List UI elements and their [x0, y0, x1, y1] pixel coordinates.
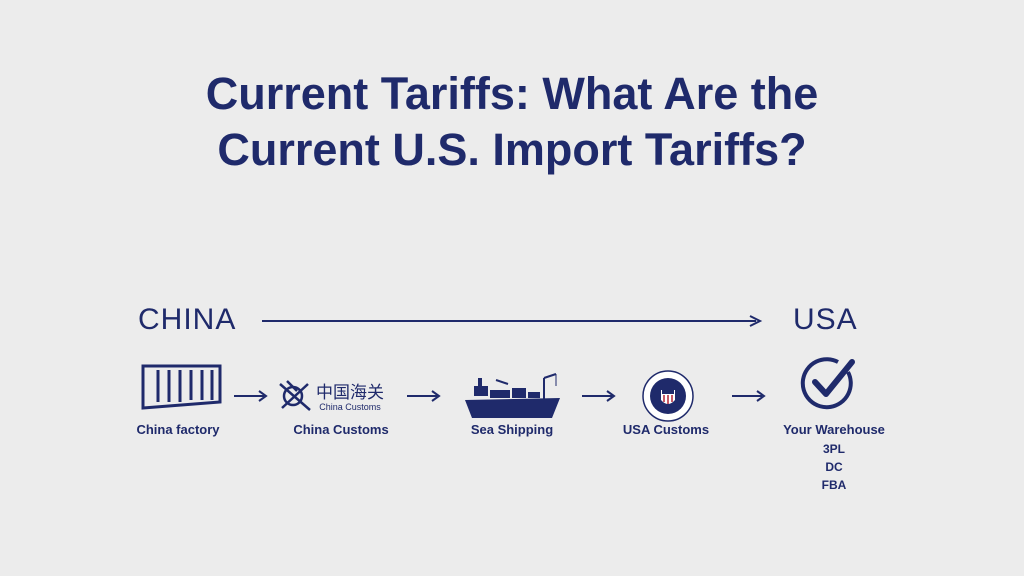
title-line-2: Current U.S. Import Tariffs? [217, 124, 807, 175]
warehouse-options: 3PL DC FBA [754, 440, 914, 494]
route-arrow [262, 315, 763, 327]
step-label-china-customs: China Customs [293, 422, 389, 437]
us-customs-seal-icon [642, 370, 694, 422]
warehouse-option: FBA [821, 478, 847, 492]
step-arrow-4 [732, 390, 766, 402]
page-title: Current Tariffs: What Are the Current U.… [0, 66, 1024, 178]
step-arrow-2 [407, 390, 441, 402]
step-label-china-factory: China factory [136, 422, 220, 437]
china-customs-chars: 中国海关 [316, 383, 384, 403]
check-circle-icon [800, 357, 855, 410]
china-customs-logo: 中国海关 China Customs [279, 380, 384, 412]
destination-label: USA [793, 303, 858, 336]
step-arrow-1 [234, 390, 268, 402]
step-label-warehouse: Your Warehouse [783, 422, 885, 437]
warehouse-option: DC [825, 460, 843, 474]
step-label-usa-customs: USA Customs [622, 422, 710, 437]
title-line-1: Current Tariffs: What Are the [205, 68, 819, 119]
step-arrow-3 [582, 390, 616, 402]
origin-label: CHINA [138, 303, 237, 336]
warehouse-option: 3PL [822, 442, 845, 456]
shipping-container-icon [141, 364, 222, 410]
step-label-sea-shipping: Sea Shipping [470, 422, 554, 437]
china-customs-logo-text: China Customs [319, 402, 381, 412]
cargo-ship-icon [465, 373, 560, 418]
